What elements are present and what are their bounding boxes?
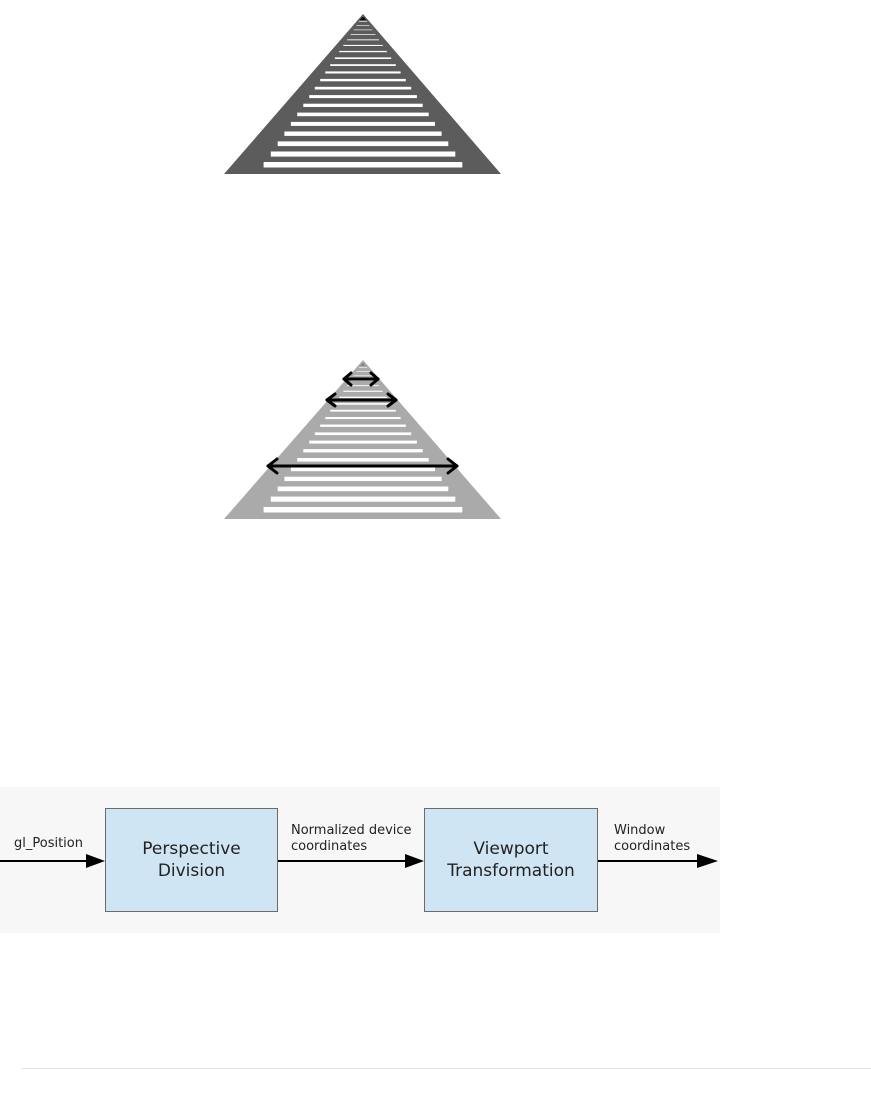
railroad-ties-light xyxy=(263,362,463,513)
railroad-tie-gap xyxy=(347,39,379,41)
railroad-tie-gap xyxy=(358,367,368,368)
railroad-tie-gap xyxy=(270,151,456,157)
coordinate-pipeline-diagram: gl_Position Perspective Division Normali… xyxy=(0,787,720,933)
vanishing-point xyxy=(360,362,366,366)
box2-line2: Transformation xyxy=(447,861,575,881)
railroad-ties xyxy=(263,16,463,168)
width-arrow-medium xyxy=(325,392,398,408)
window-coordinates-label: Window coordinates xyxy=(614,823,691,854)
box1-line2: Division xyxy=(157,861,226,881)
normalized-device-coordinates-label: Normalized device coordinates xyxy=(291,823,412,854)
railroad-tie-gap xyxy=(320,78,406,82)
railroad-tie-gap xyxy=(314,86,412,90)
railroad-tie-gap xyxy=(353,375,373,377)
arrow-head-middle xyxy=(405,854,424,868)
box2-line1: Viewport xyxy=(473,839,549,859)
railroad-tie-gap xyxy=(314,432,412,436)
railroad-tie-gap xyxy=(358,21,368,22)
footer-divider xyxy=(22,1068,871,1069)
railroad-tie-gap xyxy=(303,103,423,107)
input-label: gl_Position xyxy=(14,836,83,851)
railroad-tie-gap xyxy=(290,467,435,472)
arrow-head-input xyxy=(86,854,105,868)
pipeline-arrows xyxy=(0,854,718,868)
railroad-tie-gap xyxy=(277,141,449,147)
railroad-with-width-arrows-image xyxy=(224,360,501,519)
railroad-tie-gap xyxy=(330,64,396,66)
railroad-tie-gap xyxy=(270,496,456,502)
railroad-tie-gap xyxy=(356,371,370,372)
arrow-head-output xyxy=(697,854,718,868)
width-arrow-large xyxy=(266,457,459,475)
railroad-tie-gap xyxy=(309,95,417,99)
railroad-tie-gap xyxy=(297,458,429,462)
railroad-tie-gap xyxy=(290,121,435,126)
railroad-tie-gap xyxy=(330,409,396,412)
railroad-tie-gap xyxy=(325,71,401,74)
railroad-tie-gap xyxy=(339,396,387,398)
railroad-tie-gap xyxy=(284,476,442,482)
railroad-tie-gap xyxy=(343,390,383,392)
perspective-division-box: Perspective Division xyxy=(105,808,278,912)
railroad-tie-gap xyxy=(263,507,463,513)
railroad-perspective-image xyxy=(224,14,501,174)
box1-line1: Perspective xyxy=(142,839,241,859)
railroad-tie-gap xyxy=(284,131,442,136)
railroad-tie-gap xyxy=(309,440,417,444)
railroad-tie-gap xyxy=(320,424,406,427)
railroad-tie-gap xyxy=(350,34,376,35)
railroad-tie-gap xyxy=(277,486,449,492)
railroad-tie-gap xyxy=(356,25,370,26)
railroad-tie-gap xyxy=(347,385,379,387)
railroad-tie-gap xyxy=(325,417,401,420)
railroad-tie-gap xyxy=(353,29,373,31)
railroad-tie-gap xyxy=(334,403,392,405)
railroad-tie-gap xyxy=(343,44,383,46)
railroad-tie-gap xyxy=(334,57,392,59)
vanishing-point xyxy=(360,16,366,20)
viewport-transformation-box: Viewport Transformation xyxy=(424,808,598,912)
railroad-tie-gap xyxy=(339,50,387,53)
railroad-tie-gap xyxy=(303,449,423,453)
railroad-tie-gap xyxy=(263,162,463,168)
width-arrow-small xyxy=(342,371,380,387)
railroad-tie-gap xyxy=(297,112,429,117)
